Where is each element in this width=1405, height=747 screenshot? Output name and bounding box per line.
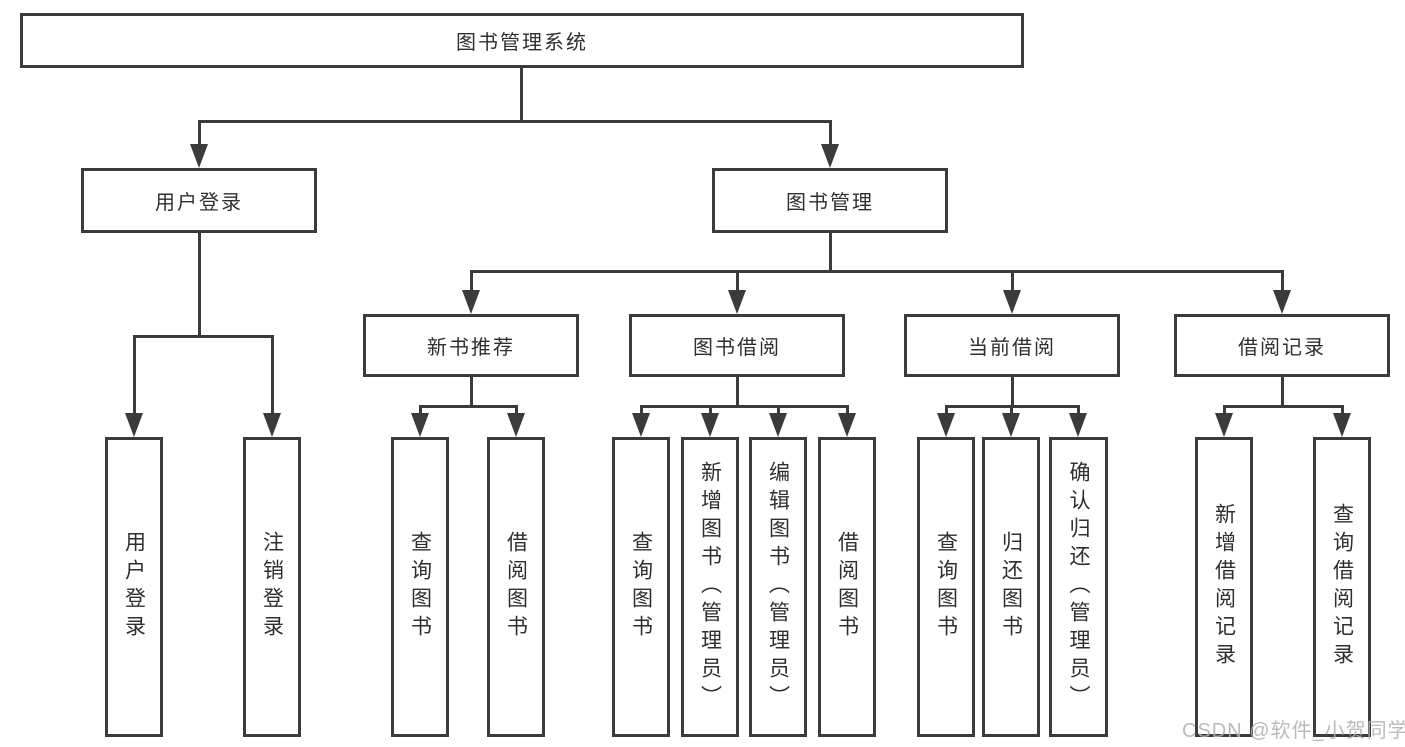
connector-to-book-borrowing [736, 270, 739, 292]
connector-to-current-borrowing [1011, 270, 1014, 292]
arrowhead-to-user-login [190, 144, 208, 168]
connector-to-new-book-recommendation [470, 270, 473, 292]
arrowhead-to-borrowing-records [1273, 290, 1291, 314]
leaf-query-books-borrowing: 查询图书 [612, 437, 670, 737]
connector-to-leaf-logout [271, 335, 274, 415]
connector-to-query-books-2 [640, 405, 643, 415]
arrowhead-to-return-books [1002, 413, 1020, 437]
node-user-login: 用户登录 [81, 168, 317, 233]
node-system-root: 图书管理系统 [20, 13, 1024, 68]
connector-borrowing-records-stem [1281, 377, 1284, 405]
connector-to-user-login [198, 120, 201, 146]
connector-to-query-books-1 [419, 405, 422, 415]
connector-borrowing-records-bar [1223, 405, 1343, 408]
connector-root-stem [520, 68, 523, 120]
connector-user-login-stem [198, 233, 201, 335]
arrowhead-to-edit-books [769, 413, 787, 437]
arrowhead-to-new-book-recommendation [462, 290, 480, 314]
leaf-return-books: 归还图书 [982, 437, 1040, 737]
node-current-borrowing: 当前借阅 [904, 314, 1120, 377]
node-book-borrowing: 图书借阅 [629, 314, 845, 377]
node-book-management: 图书管理 [712, 168, 948, 233]
connector-book-borrowing-stem [736, 377, 739, 405]
arrowhead-to-query-books-2 [632, 413, 650, 437]
connector-book-management-bar [470, 270, 1283, 273]
arrowhead-to-leaf-logout [263, 413, 281, 437]
connector-to-edit-books [777, 405, 780, 415]
connector-current-borrowing-stem [1011, 377, 1014, 405]
connector-to-add-books [709, 405, 712, 415]
leaf-query-books-recommend: 查询图书 [391, 437, 449, 737]
arrowhead-to-add-books [701, 413, 719, 437]
node-borrowing-records: 借阅记录 [1174, 314, 1390, 377]
arrowhead-to-current-borrowing [1003, 290, 1021, 314]
connector-to-borrowing-records [1281, 270, 1284, 292]
node-new-book-recommendation: 新书推荐 [363, 314, 579, 377]
arrowhead-to-add-borrow-record [1215, 413, 1233, 437]
leaf-edit-books-admin: 编辑图书（管理员） [749, 437, 807, 737]
connector-to-book-management [829, 120, 832, 146]
connector-new-book-stem [470, 377, 473, 405]
leaf-add-borrow-record: 新增借阅记录 [1195, 437, 1253, 737]
connector-to-borrow-books-1 [515, 405, 518, 415]
connector-to-leaf-user-login [133, 335, 136, 415]
leaf-query-books-current: 查询图书 [917, 437, 975, 737]
arrowhead-to-book-borrowing [728, 290, 746, 314]
connector-to-confirm-return [1077, 405, 1080, 415]
connector-to-borrow-books-2 [846, 405, 849, 415]
csdn-watermark: CSDN @软件_小贺同学 [1182, 720, 1405, 742]
arrowhead-to-confirm-return [1069, 413, 1087, 437]
arrowhead-to-query-books-1 [411, 413, 429, 437]
connector-book-management-stem [829, 233, 832, 270]
arrowhead-to-borrow-books-2 [838, 413, 856, 437]
arrowhead-to-leaf-user-login [125, 413, 143, 437]
connector-to-query-borrow-record [1341, 405, 1344, 415]
connector-to-return-books [1010, 405, 1013, 415]
leaf-logout: 注销登录 [243, 437, 301, 737]
leaf-add-books-admin: 新增图书（管理员） [681, 437, 739, 737]
arrowhead-to-book-management [821, 144, 839, 168]
connector-user-login-bar [133, 335, 274, 338]
connector-new-book-bar [419, 405, 518, 408]
leaf-user-login: 用户登录 [105, 437, 163, 737]
leaf-borrow-books-recommend: 借阅图书 [487, 437, 545, 737]
arrowhead-to-query-books-3 [937, 413, 955, 437]
leaf-query-borrow-record: 查询借阅记录 [1313, 437, 1371, 737]
connector-to-add-borrow-record [1223, 405, 1226, 415]
leaf-confirm-return-admin: 确认归还（管理员） [1049, 437, 1108, 737]
connector-book-borrowing-bar [640, 405, 848, 408]
leaf-borrow-books-borrowing: 借阅图书 [818, 437, 876, 737]
connector-root-bar [198, 120, 832, 123]
arrowhead-to-borrow-books-1 [507, 413, 525, 437]
connector-to-query-books-3 [945, 405, 948, 415]
arrowhead-to-query-borrow-record [1333, 413, 1351, 437]
